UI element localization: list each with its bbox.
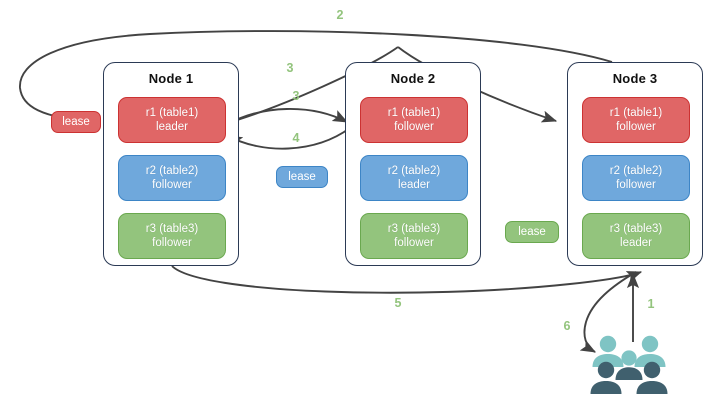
range-name: r2 (table2) (609, 164, 663, 177)
node-box-node3[interactable]: Node 3 r1 (table1) follower r2 (table2) … (567, 62, 703, 266)
range-name: r2 (table2) (387, 164, 441, 177)
arrow-step-2 (19, 30, 613, 128)
step-text: 1 (647, 297, 655, 311)
range-name: r2 (table2) (145, 164, 199, 177)
range-node1-r3[interactable]: r3 (table3) follower (118, 213, 226, 259)
range-node3-r1[interactable]: r1 (table1) follower (582, 97, 690, 143)
node-title-node1: Node 1 (148, 71, 194, 86)
step-label-6: 6 (557, 319, 577, 333)
range-role: follower (616, 121, 656, 133)
range-node3-r3[interactable]: r3 (table3) leader (582, 213, 690, 259)
arrow-step-4-n2-to-n1 (226, 127, 351, 150)
node-box-node2[interactable]: Node 2 r1 (table1) follower r2 (table2) … (345, 62, 481, 266)
node-title-node3: Node 3 (612, 71, 658, 86)
range-role: follower (152, 237, 192, 249)
range-name: r3 (table3) (145, 222, 199, 235)
range-name: r3 (table3) (387, 222, 441, 235)
range-node1-r1[interactable]: r1 (table1) leader (118, 97, 226, 143)
lease-label: lease (518, 226, 546, 238)
range-name: r1 (table1) (609, 106, 663, 119)
range-name: r1 (table1) (387, 106, 441, 119)
people-group-icon (590, 335, 668, 394)
node-box-node1[interactable]: Node 1 r1 (table1) leader r2 (table2) fo… (103, 62, 239, 266)
step-label-4: 4 (286, 131, 306, 145)
range-node2-r3[interactable]: r3 (table3) follower (360, 213, 468, 259)
node-title-node2: Node 2 (390, 71, 436, 86)
lease-badge-r1[interactable]: lease (51, 111, 101, 133)
range-name: r3 (table3) (609, 222, 663, 235)
range-node1-r2[interactable]: r2 (table2) follower (118, 155, 226, 201)
arrow-step-3-n1-to-n2 (223, 108, 349, 127)
step-text: 3 (292, 89, 300, 103)
arrow-step-5 (171, 265, 643, 294)
range-node2-r2[interactable]: r2 (table2) leader (360, 155, 468, 201)
lease-badge-r3[interactable]: lease (505, 221, 559, 243)
range-role: leader (620, 237, 652, 249)
arrow-step-6 (579, 271, 637, 353)
step-label-3-lower: 3 (286, 89, 306, 103)
step-label-3-upper: 3 (280, 61, 300, 75)
step-text: 4 (292, 131, 300, 145)
range-role: follower (616, 179, 656, 191)
step-label-5: 5 (388, 296, 408, 310)
arrow-step-3-tail (223, 46, 399, 125)
range-node2-r1[interactable]: r1 (table1) follower (360, 97, 468, 143)
lease-label: lease (62, 116, 90, 128)
step-label-1: 1 (641, 297, 661, 311)
range-role: leader (398, 179, 430, 191)
step-text: 2 (336, 8, 344, 22)
range-role: follower (394, 121, 434, 133)
range-role: leader (156, 121, 188, 133)
range-role: follower (394, 237, 434, 249)
range-node3-r2[interactable]: r2 (table2) follower (582, 155, 690, 201)
range-name: r1 (table1) (145, 106, 199, 119)
step-text: 5 (394, 296, 402, 310)
lease-label: lease (288, 171, 316, 183)
range-role: follower (152, 179, 192, 191)
step-label-2: 2 (330, 8, 350, 22)
step-text: 3 (286, 61, 294, 75)
lease-badge-r2[interactable]: lease (276, 166, 328, 188)
step-text: 6 (563, 319, 571, 333)
